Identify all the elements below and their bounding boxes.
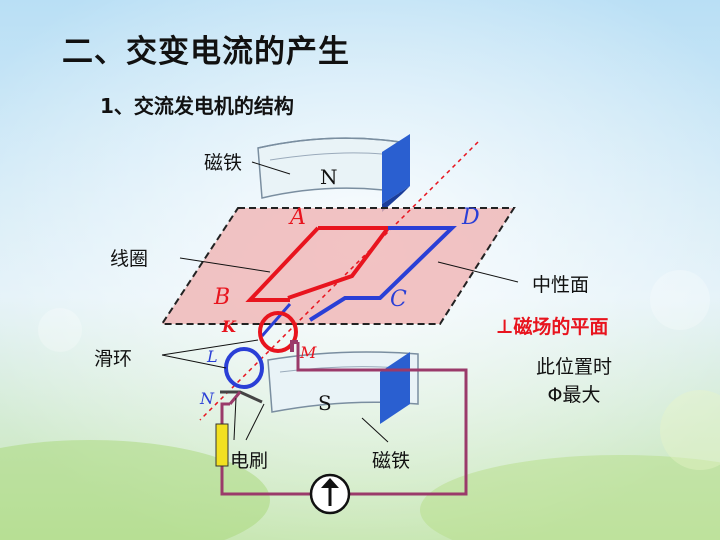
point-b: B: [213, 285, 230, 310]
neutral-plane-label: 中性面: [532, 274, 590, 296]
page-title: 二、交变电流的产生: [62, 34, 350, 70]
brush-n: [220, 390, 263, 404]
point-c: C: [390, 287, 407, 312]
coil-red-side: [245, 226, 320, 302]
ammeter-up-arrow-icon: [309, 473, 351, 515]
pole-n: N: [320, 165, 338, 189]
point-k: K: [221, 317, 237, 336]
neutral-plane: [160, 207, 516, 325]
section-subtitle: 1、交流发电机的结构: [100, 94, 294, 118]
coil-label: 线圈: [110, 248, 149, 270]
magnet-bottom-label: 磁铁: [372, 450, 411, 472]
point-a: A: [288, 205, 306, 230]
coil-red-half: [287, 226, 392, 300]
point-l: L: [206, 347, 218, 366]
bottom-magnet: [267, 351, 419, 424]
slip-ring-k: [258, 311, 298, 353]
external-circuit: [220, 342, 468, 496]
brush-label: 电刷: [230, 450, 269, 472]
position-line2: Φ最大: [547, 384, 601, 406]
pole-s: S: [318, 391, 332, 415]
point-d: D: [461, 205, 480, 230]
position-line1: 此位置时: [535, 356, 612, 378]
brush-m: [290, 340, 298, 352]
pointer-lines: [161, 161, 519, 443]
brush-block: [215, 423, 229, 467]
coil-blue-lead: [260, 303, 292, 337]
magnet-top-label: 磁铁: [204, 152, 243, 174]
slip-ring-l: [224, 347, 264, 389]
top-magnet: [257, 134, 410, 212]
slip-ring-label: 滑环: [94, 348, 133, 370]
point-n: N: [199, 389, 215, 408]
rotation-axis: [199, 141, 479, 421]
coil-blue-half: [308, 226, 457, 322]
point-m: M: [299, 343, 317, 362]
perpendicular-plane-label: ⊥磁场的平面: [496, 316, 609, 338]
